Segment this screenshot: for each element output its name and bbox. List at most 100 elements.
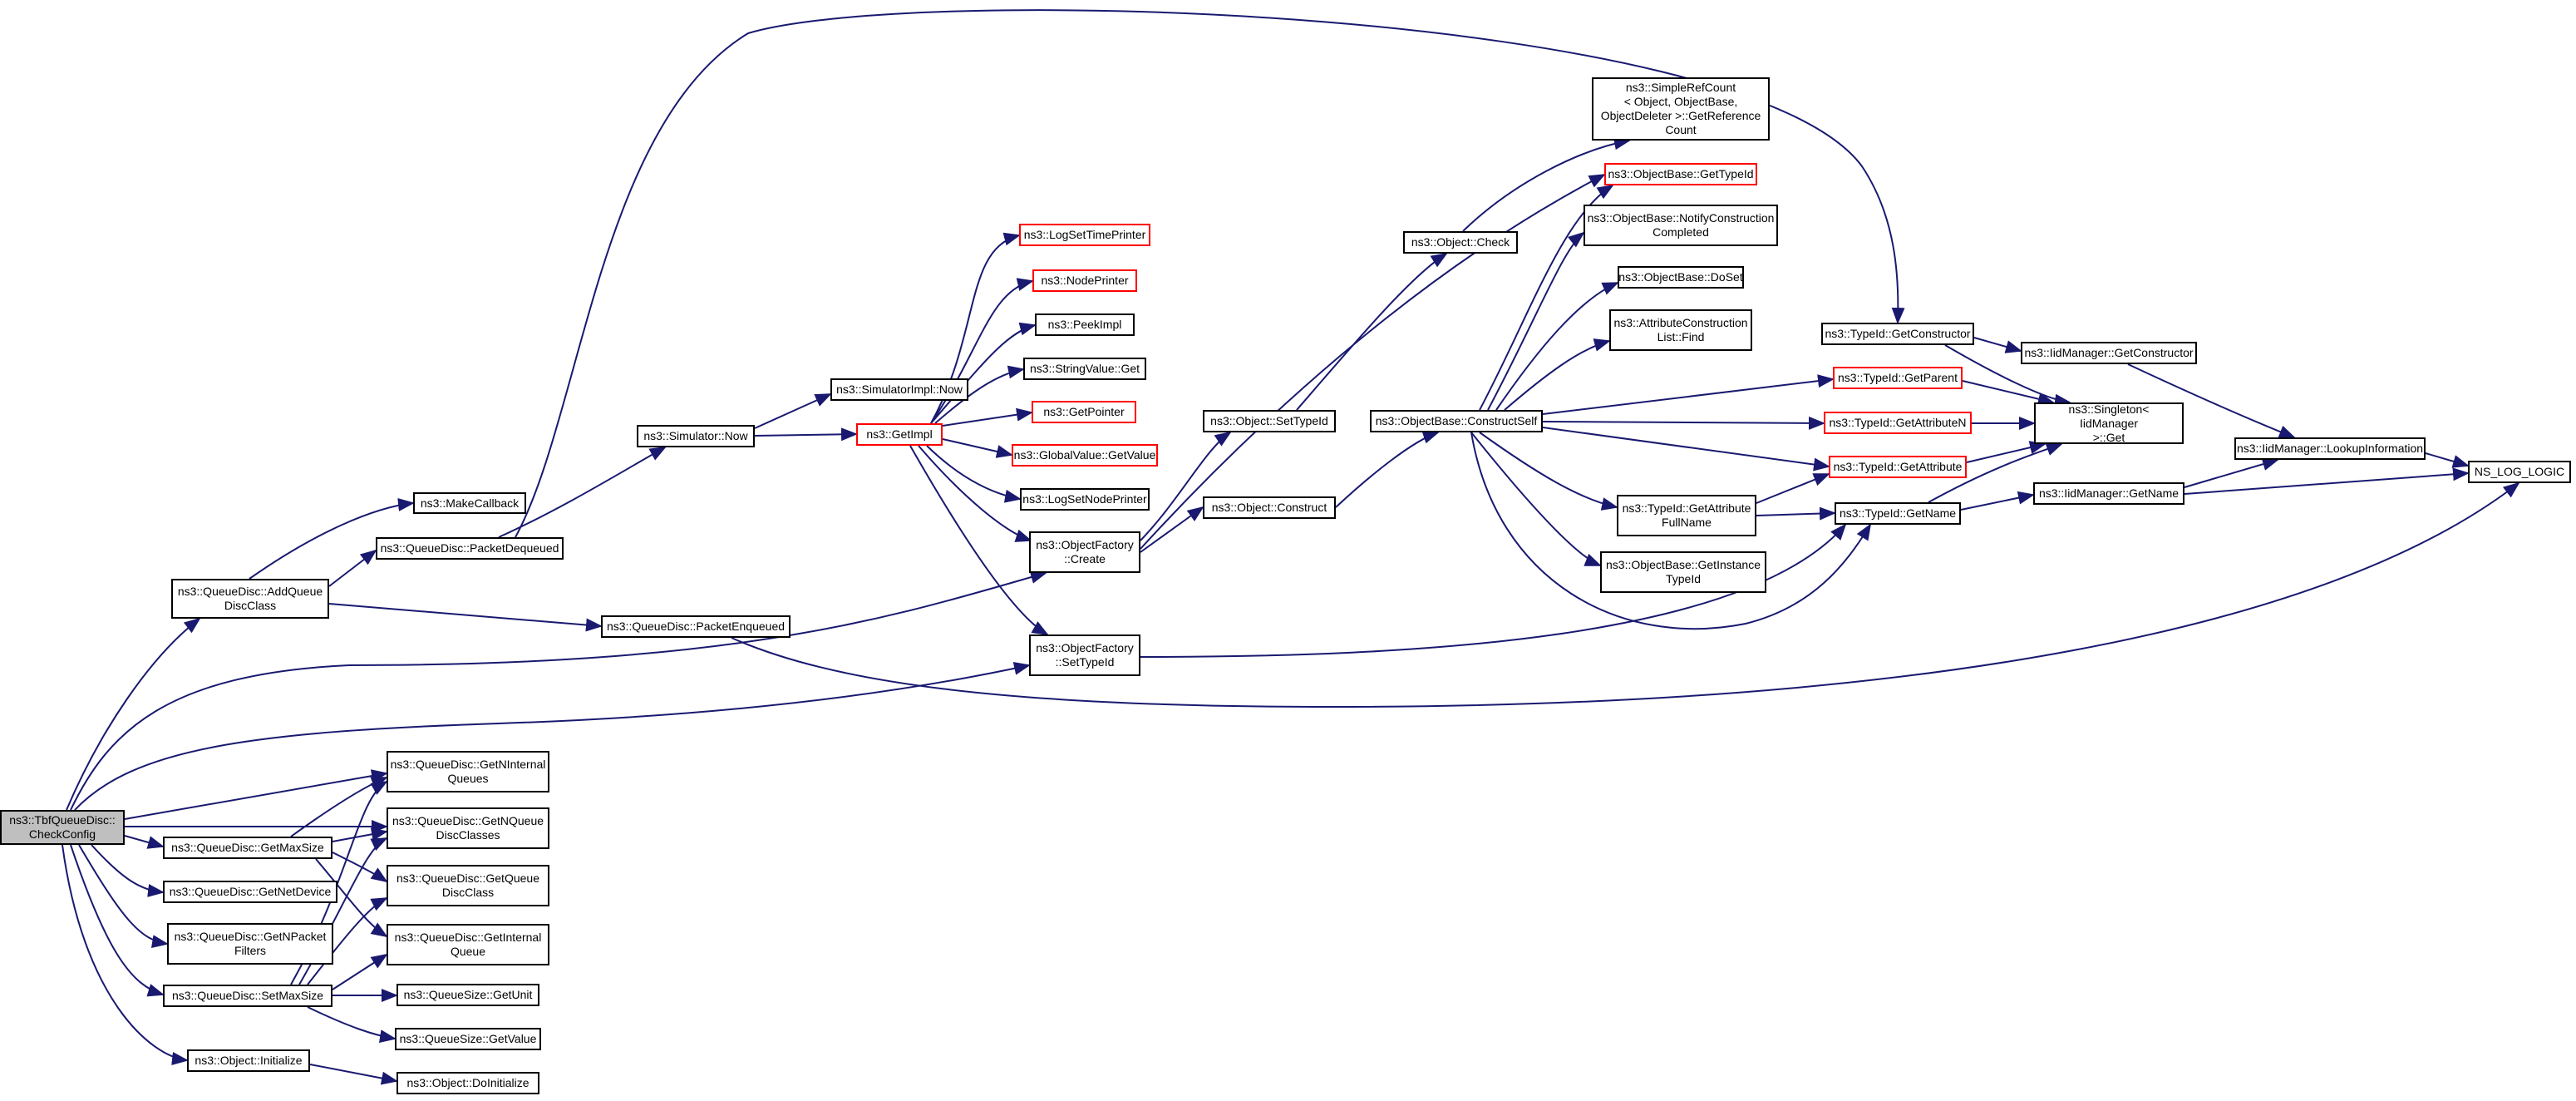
node-log-set-time-printer[interactable]: ns3::LogSetTimePrinter [1019, 224, 1150, 246]
edge-root-to-get-n-packet-filters [78, 844, 169, 949]
node-root[interactable]: ns3::TbfQueueDisc:: CheckConfig [0, 810, 125, 845]
edge-object-construct-to-object-base-construct-self [1335, 431, 1440, 508]
edge-type-id-get-parent-to-singleton-get [1962, 380, 2055, 406]
edge-get-attribute-full-name-to-get-name [1756, 506, 1836, 521]
node-get-net-device[interactable]: ns3::QueueDisc::GetNetDevice [163, 881, 337, 903]
edge-construct-self-to-type-id-get-attribute-n [1542, 416, 1825, 430]
node-simulator-now[interactable]: ns3::Simulator::Now [637, 425, 755, 447]
edge-construct-self-to-object-base-get-instance-type-id [1470, 432, 1602, 566]
node-object-base-get-type-id[interactable]: ns3::ObjectBase::GetTypeId [1604, 163, 1757, 185]
edge-iid-manager-get-name-to-lookup-information [2184, 457, 2279, 488]
edge-construct-self-to-attribute-construction-list-find [1504, 338, 1611, 411]
node-get-pointer[interactable]: ns3::GetPointer [1032, 401, 1136, 423]
node-string-value-get[interactable]: ns3::StringValue::Get [1023, 358, 1146, 380]
node-type-id-get-attribute[interactable]: ns3::TypeId::GetAttribute [1829, 456, 1967, 478]
node-packet-dequeued[interactable]: ns3::QueueDisc::PacketDequeued [376, 537, 564, 560]
edge-iid-manager-get-constructor-to-lookup-information [2127, 363, 2296, 438]
node-get-n-packet-filters[interactable]: ns3::QueueDisc::GetNPacket Filters [167, 923, 333, 965]
edge-root-to-add-queue-disc-class [66, 617, 201, 811]
node-get-internal-queue[interactable]: ns3::QueueDisc::GetInternal Queue [387, 924, 549, 965]
node-attribute-construction-list-find[interactable]: ns3::AttributeConstruction List::Find [1609, 309, 1752, 351]
edge-object-initialize-to-object-do-initialize [309, 1064, 398, 1085]
edge-construct-self-to-object-base-get-type-id [1479, 184, 1614, 411]
edge-get-max-size-to-get-internal-queue [315, 858, 388, 938]
node-type-id-get-parent[interactable]: ns3::TypeId::GetParent [1833, 367, 1963, 389]
node-object-base-get-instance-type-id[interactable]: ns3::ObjectBase::GetInstance TypeId [1600, 551, 1766, 593]
node-add-queue-disc-class[interactable]: ns3::QueueDisc::AddQueue DiscClass [171, 579, 329, 619]
node-ns-log-logic[interactable]: NS_LOG_LOGIC [2468, 461, 2571, 483]
edge-get-impl-to-object-factory-set-type-id [909, 445, 1049, 635]
edge-get-impl-to-string-value-get [934, 365, 1025, 424]
node-peek-impl[interactable]: ns3::PeekImpl [1035, 314, 1135, 336]
node-type-id-get-name[interactable]: ns3::TypeId::GetName [1835, 502, 1961, 525]
edge-get-impl-to-log-set-node-printer [926, 445, 1022, 503]
edge-type-id-get-attribute-to-singleton-get [1966, 441, 2047, 463]
edge-construct-self-to-type-id-get-parent [1542, 374, 1835, 415]
edge-object-factory-create-to-object-base-get-type-id [1140, 174, 1606, 550]
edge-get-impl-to-global-value-get-value [942, 438, 1013, 458]
node-make-callback[interactable]: ns3::MakeCallback [413, 492, 526, 514]
edge-packet-dequeued-to-simulator-now [498, 447, 667, 538]
node-get-max-size[interactable]: ns3::QueueDisc::GetMaxSize [163, 837, 332, 859]
node-node-printer[interactable]: ns3::NodePrinter [1032, 269, 1137, 292]
node-log-set-node-printer[interactable]: ns3::LogSetNodePrinter [1020, 488, 1150, 511]
node-object-initialize[interactable]: ns3::Object::Initialize [187, 1049, 310, 1072]
edge-packet-enqueued-to-ns-log-logic [731, 481, 2520, 708]
node-type-id-get-attribute-n[interactable]: ns3::TypeId::GetAttributeN [1824, 412, 1972, 434]
node-object-construct[interactable]: ns3::Object::Construct [1203, 496, 1336, 519]
edge-type-id-get-constructor-to-iid-manager-get-constructor [1973, 337, 2022, 353]
node-simulator-impl-now[interactable]: ns3::SimulatorImpl::Now [830, 378, 968, 401]
edge-simulator-now-to-simulator-impl-now [754, 393, 832, 429]
edge-get-attribute-full-name-to-get-attribute [1756, 473, 1830, 504]
node-type-id-get-attribute-full-name[interactable]: ns3::TypeId::GetAttribute FullName [1617, 495, 1756, 536]
node-iid-manager-get-name[interactable]: ns3::IidManager::GetName [2033, 482, 2184, 505]
edge-add-queue-disc-class-to-make-callback [249, 497, 415, 580]
edge-construct-self-to-type-id-get-name [1470, 432, 1872, 630]
node-object-check[interactable]: ns3::Object::Check [1403, 231, 1518, 254]
node-object-do-initialize[interactable]: ns3::Object::DoInitialize [396, 1072, 539, 1094]
node-object-base-notify-construction-completed[interactable]: ns3::ObjectBase::NotifyConstruction Comp… [1584, 205, 1778, 246]
edge-get-impl-to-peek-impl [930, 322, 1037, 424]
edge-construct-self-to-type-id-get-attribute [1542, 427, 1830, 472]
node-object-base-construct-self[interactable]: ns3::ObjectBase::ConstructSelf [1370, 410, 1543, 432]
node-object-factory-create[interactable]: ns3::ObjectFactory ::Create [1029, 531, 1140, 573]
node-singleton-iid-manager-get[interactable]: ns3::Singleton< IidManager >::Get [2034, 402, 2184, 444]
node-queue-size-get-value[interactable]: ns3::QueueSize::GetValue [395, 1028, 541, 1050]
edge-root-to-set-max-size [70, 844, 165, 997]
edge-construct-self-to-notify-construction-completed [1487, 231, 1585, 411]
edge-lookup-information-to-ns-log-logic [2425, 452, 2470, 468]
node-queue-size-get-unit[interactable]: ns3::QueueSize::GetUnit [396, 984, 539, 1006]
edge-set-max-size-to-queue-size-get-value [307, 1006, 396, 1044]
edge-type-id-get-name-to-singleton-get [1928, 442, 2063, 503]
edge-construct-self-to-object-base-do-set [1495, 282, 1619, 411]
node-iid-manager-get-constructor[interactable]: ns3::IidManager::GetConstructor [2021, 342, 2197, 364]
edge-get-max-size-to-get-n-queue-disc-classes [332, 827, 388, 842]
node-global-value-get-value[interactable]: ns3::GlobalValue::GetValue [1012, 444, 1158, 467]
node-set-max-size[interactable]: ns3::QueueDisc::SetMaxSize [163, 985, 332, 1007]
node-get-queue-disc-class[interactable]: ns3::QueueDisc::GetQueue DiscClass [387, 865, 549, 906]
node-type-id-get-constructor[interactable]: ns3::TypeId::GetConstructor [1821, 323, 1974, 345]
node-simple-ref-count[interactable]: ns3::SimpleRefCount < Object, ObjectBase… [1592, 77, 1770, 141]
node-object-set-type-id[interactable]: ns3::Object::SetTypeId [1203, 410, 1336, 432]
node-object-base-do-set[interactable]: ns3::ObjectBase::DoSet [1618, 266, 1744, 289]
node-object-factory-set-type-id[interactable]: ns3::ObjectFactory ::SetTypeId [1029, 634, 1140, 676]
node-get-impl[interactable]: ns3::GetImpl [856, 423, 943, 446]
edge-root-to-get-max-size [124, 835, 165, 849]
edge-set-max-size-to-get-internal-queue [332, 953, 388, 990]
edge-add-queue-disc-class-to-packet-enqueued [328, 603, 603, 632]
edge-object-factory-create-to-object-construct [1140, 506, 1204, 553]
node-get-n-queue-disc-classes[interactable]: ns3::QueueDisc::GetNQueue DiscClasses [387, 807, 549, 849]
edge-object-factory-set-type-id-to-type-id-get-name [1140, 523, 1847, 658]
edge-type-id-get-constructor-to-singleton-get [1944, 344, 2071, 407]
edge-object-factory-create-to-object-set-type-id [1140, 431, 1232, 541]
edge-root-to-get-net-device [91, 844, 165, 897]
node-iid-manager-lookup-information[interactable]: ns3::IidManager::LookupInformation [2234, 437, 2426, 460]
edge-iid-manager-get-name-to-ns-log-logic [2184, 467, 2470, 495]
node-packet-enqueued[interactable]: ns3::QueueDisc::PacketEnqueued [601, 615, 791, 638]
edge-root-to-object-factory-create [70, 570, 1047, 811]
edge-root-to-object-factory-set-type-id [74, 662, 1031, 811]
edge-type-id-get-name-to-iid-manager-get-name [1960, 491, 2035, 511]
node-get-n-internal-queues[interactable]: ns3::QueueDisc::GetNInternal Queues [387, 751, 549, 792]
edge-root-to-object-initialize [62, 844, 189, 1065]
